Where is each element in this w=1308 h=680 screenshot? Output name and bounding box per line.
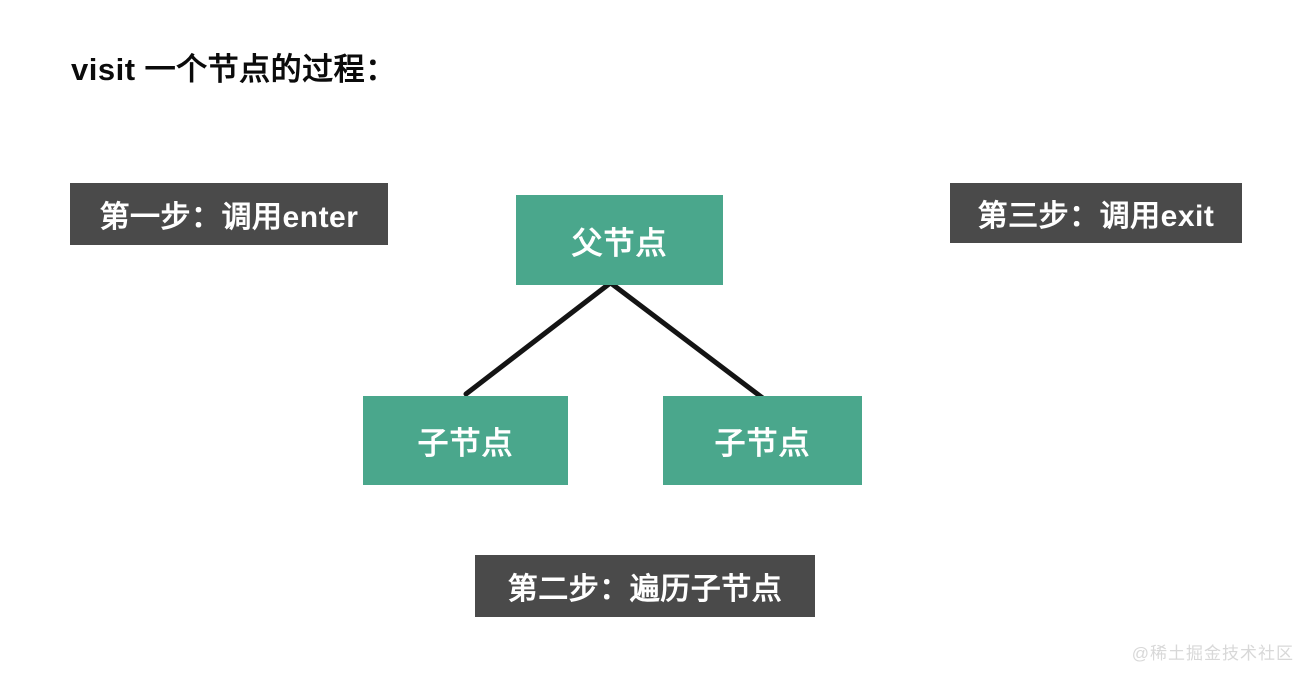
child-node-box-left: 子节点 <box>363 396 568 485</box>
page-title: visit 一个节点的过程： <box>71 52 397 87</box>
watermark: @稀土掘金技术社区 <box>1131 644 1294 663</box>
edge-parent-to-left-child <box>463 281 612 397</box>
step-label-enter: 第一步：调用enter <box>70 183 388 245</box>
step-label-traverse-children: 第二步：遍历子节点 <box>475 555 815 617</box>
edge-parent-to-right-child <box>609 281 767 402</box>
step-label-exit: 第三步：调用exit <box>950 183 1242 243</box>
parent-node-box: 父节点 <box>516 195 723 285</box>
child-node-box-right: 子节点 <box>663 396 862 485</box>
